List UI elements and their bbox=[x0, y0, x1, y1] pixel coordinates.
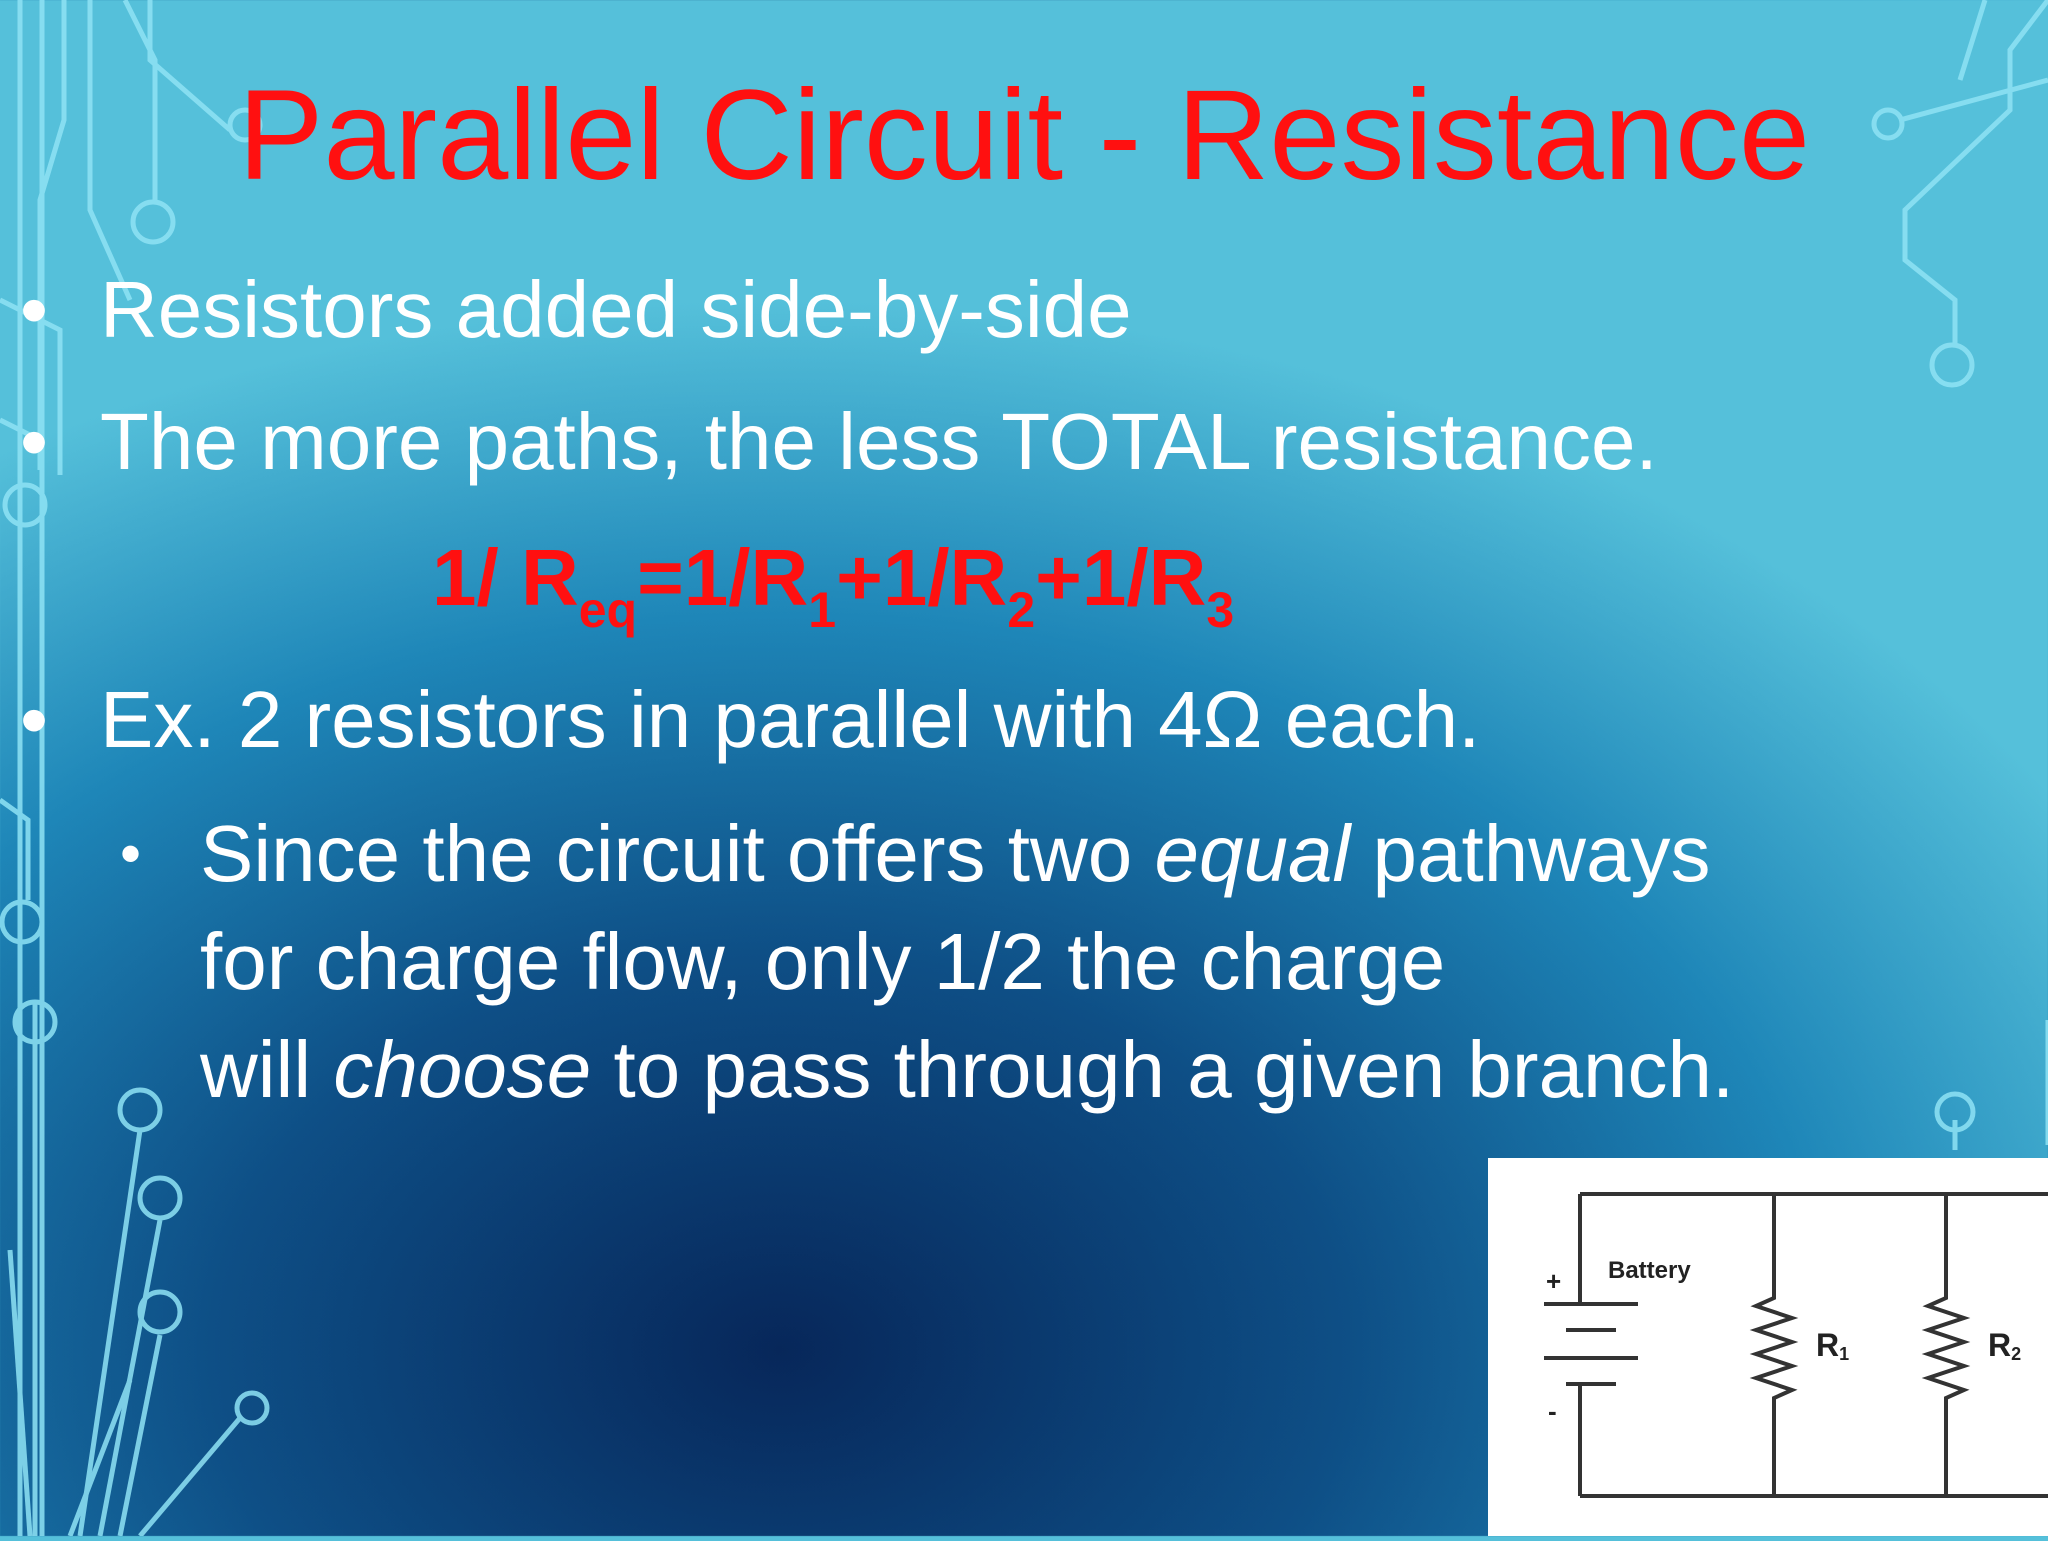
formula-subscript: 2 bbox=[1007, 582, 1036, 638]
r2-letter: R bbox=[1988, 1327, 2011, 1363]
r2-subscript: 2 bbox=[2011, 1344, 2021, 1364]
bullet-text: Resistors added side-by-side bbox=[100, 265, 1132, 354]
slide-title: Parallel Circuit - Resistance bbox=[237, 64, 1811, 207]
emphasis-choose: choose bbox=[333, 1025, 592, 1114]
battery-plus-sign: + bbox=[1546, 1266, 1561, 1296]
bullet-marker: • bbox=[20, 675, 49, 764]
formula-subscript: eq bbox=[578, 582, 638, 638]
emphasis-equal: equal bbox=[1154, 809, 1351, 898]
resistor-r1-label: R1 bbox=[1816, 1327, 1849, 1364]
formula-part: +1/R bbox=[836, 533, 1008, 622]
formula-part: 1/ R bbox=[432, 533, 579, 622]
parallel-circuit-diagram: Battery + - R1 R2 bbox=[1488, 1158, 2048, 1536]
bullet-text: The more paths, the less TOTAL resistanc… bbox=[100, 397, 1658, 486]
circuit-schematic: Battery + - R1 R2 bbox=[1544, 1192, 2048, 1498]
bullet-more-paths: • The more paths, the less TOTAL resista… bbox=[20, 388, 1658, 496]
text-run: Since the circuit offers two bbox=[200, 809, 1155, 898]
sub-bullet-marker: • bbox=[120, 820, 142, 887]
formula-part: =1/R bbox=[637, 533, 809, 622]
text-run: to pass through a given branch. bbox=[591, 1025, 1735, 1114]
explanation-line-3: will choose to pass through a given bran… bbox=[200, 1016, 1734, 1124]
bullet-marker: • bbox=[20, 265, 49, 354]
bullet-resistors-side-by-side: • Resistors added side-by-side bbox=[20, 256, 1132, 364]
bullet-example: • Ex. 2 resistors in parallel with 4Ω ea… bbox=[20, 666, 1481, 774]
sub-bullet-explanation: • Since the circuit offers two equal pat… bbox=[120, 800, 1734, 1124]
resistor-r2-label: R2 bbox=[1988, 1327, 2021, 1364]
r1-subscript: 1 bbox=[1839, 1344, 1849, 1364]
formula-subscript: 1 bbox=[808, 582, 837, 638]
bullet-text: Ex. 2 resistors in parallel with 4Ω each… bbox=[100, 675, 1481, 764]
text-run: pathways bbox=[1350, 809, 1711, 898]
battery-minus-sign: - bbox=[1548, 1396, 1557, 1426]
parallel-resistance-formula: 1/ Req=1/R1+1/R2+1/R3 bbox=[432, 528, 1234, 635]
bullet-marker: • bbox=[20, 397, 49, 486]
explanation-line-2: for charge flow, only 1/2 the charge bbox=[200, 917, 1446, 1006]
r1-letter: R bbox=[1816, 1327, 1839, 1363]
text-run: will bbox=[200, 1025, 334, 1114]
formula-part: +1/R bbox=[1035, 533, 1207, 622]
battery-label: Battery bbox=[1608, 1257, 1691, 1284]
formula-subscript: 3 bbox=[1206, 582, 1235, 638]
explanation-line-1: Since the circuit offers two equal pathw… bbox=[200, 800, 1734, 908]
